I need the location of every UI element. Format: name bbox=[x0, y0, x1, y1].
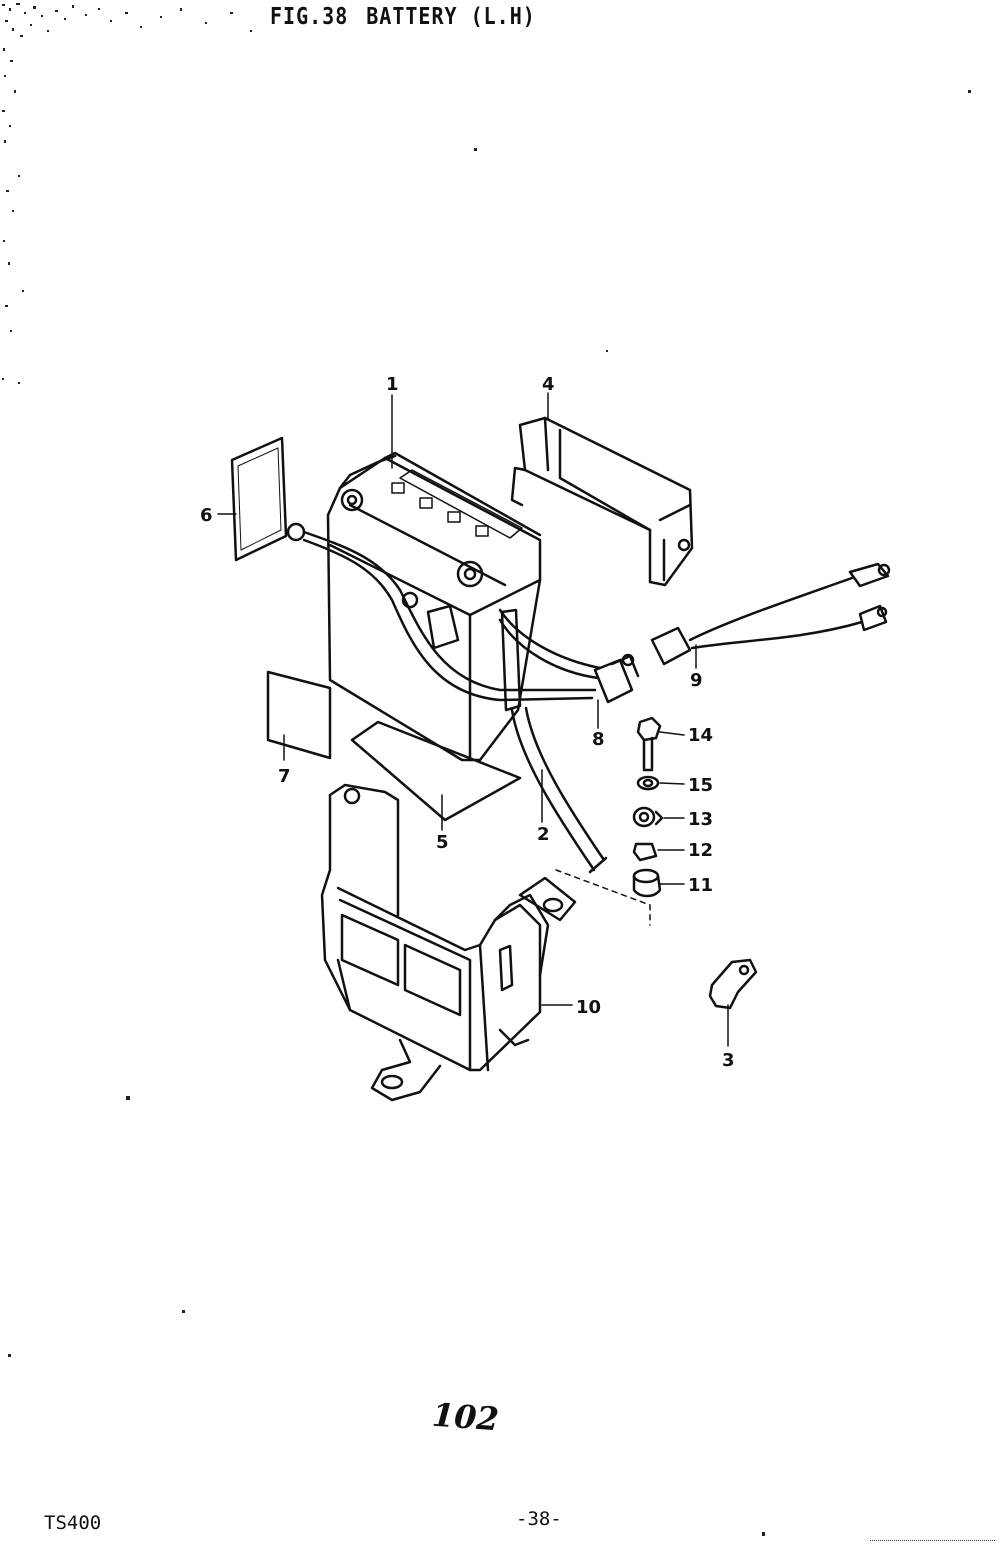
callout-11: 11 bbox=[688, 875, 713, 896]
part-10-battery-case bbox=[320, 783, 577, 1102]
part-11-cushion bbox=[632, 868, 662, 898]
figure-label: FIG.38 bbox=[270, 2, 349, 30]
callout-7: 7 bbox=[278, 766, 291, 787]
callout-8: 8 bbox=[592, 729, 605, 750]
part-2-breather-hose bbox=[510, 706, 608, 874]
part-6-pad bbox=[230, 436, 288, 562]
callout-4: 4 bbox=[542, 374, 555, 395]
footer-page-number: -38- bbox=[516, 1508, 562, 1530]
scan-noise bbox=[2, 3, 252, 384]
part-9-lead-wire bbox=[650, 562, 891, 666]
leader-lines bbox=[217, 392, 729, 1047]
part-13-washer bbox=[632, 806, 664, 828]
figure-title: FIG.38 BATTERY (L.H) bbox=[270, 2, 536, 30]
part-15-washer bbox=[636, 775, 660, 791]
mount-guide-line bbox=[555, 869, 651, 926]
wire-harness bbox=[286, 522, 640, 704]
callout-2: 2 bbox=[537, 824, 550, 845]
callout-6: 6 bbox=[200, 505, 213, 526]
part-1-battery bbox=[326, 451, 542, 762]
part-14-bolt bbox=[636, 716, 662, 772]
part-12-collar bbox=[632, 842, 658, 862]
footer-rule bbox=[870, 1540, 995, 1541]
page-number: 102 bbox=[430, 1395, 501, 1439]
callout-1: 1 bbox=[386, 374, 399, 395]
callout-13: 13 bbox=[688, 809, 713, 830]
part-4-battery-holder bbox=[510, 416, 694, 587]
callout-12: 12 bbox=[688, 840, 713, 861]
part-5-bottom-pad bbox=[350, 720, 522, 822]
callout-5: 5 bbox=[436, 832, 449, 853]
callout-15: 15 bbox=[688, 775, 713, 796]
callout-14: 14 bbox=[688, 725, 713, 746]
part-7-pad bbox=[266, 670, 332, 760]
figure-name: BATTERY (L.H) bbox=[366, 2, 536, 30]
callout-9: 9 bbox=[690, 670, 703, 691]
callout-10: 10 bbox=[576, 997, 601, 1018]
scan-specks bbox=[8, 90, 971, 1536]
footer-model: TS400 bbox=[44, 1512, 102, 1534]
part-3-clamp bbox=[708, 958, 758, 1010]
callout-3: 3 bbox=[722, 1050, 735, 1071]
